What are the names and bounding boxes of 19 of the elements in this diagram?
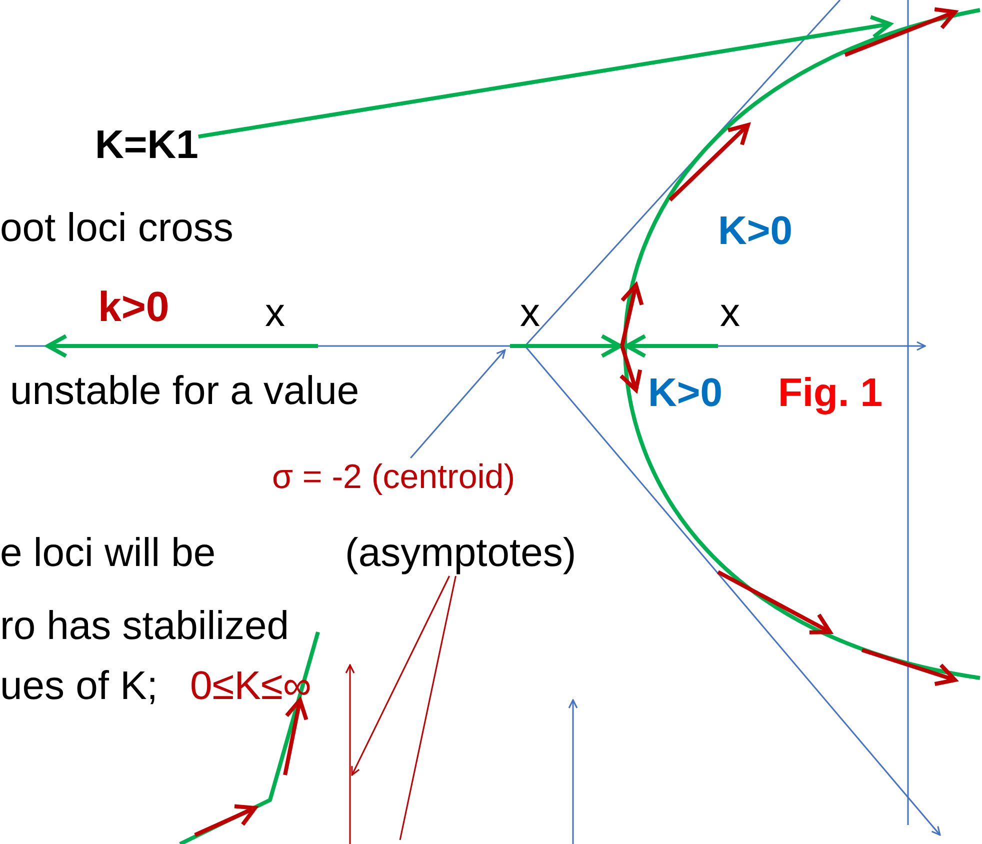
leader-line xyxy=(198,15,892,139)
gain-label: K>0 xyxy=(648,370,722,416)
figure-label: Fig. 1 xyxy=(778,370,882,416)
body-text: oot loci cross xyxy=(0,205,234,251)
pole-mark: x xyxy=(520,290,540,336)
asymptote-label: (asymptotes) xyxy=(345,530,576,576)
leader-line xyxy=(410,349,506,458)
gain-label: K>0 xyxy=(718,208,792,254)
body-text: unstable for a value xyxy=(10,368,360,414)
pole-mark: x xyxy=(720,290,740,336)
body-text: e loci will be xyxy=(0,530,216,576)
centroid-label: σ = -2 (centroid) xyxy=(272,458,516,498)
body-text: ues of K; xyxy=(0,663,158,709)
leader-line xyxy=(399,576,456,840)
body-text: ro has stabilized xyxy=(0,603,290,649)
gain-label: k>0 xyxy=(98,283,170,332)
gain-label: K=K1 xyxy=(95,122,198,168)
leader-line xyxy=(351,576,450,776)
pole-mark: x xyxy=(265,290,285,336)
